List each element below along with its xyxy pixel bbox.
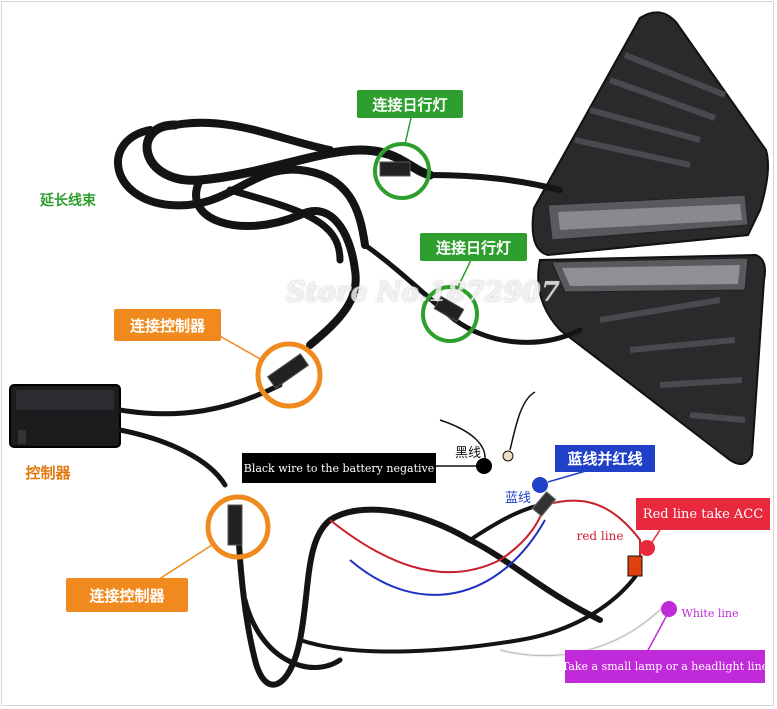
drl-housing-lower: [537, 253, 766, 465]
label-connect-controller-top: 连接控制器: [114, 309, 221, 341]
label-blue-line-cn: 蓝线: [504, 490, 531, 506]
store-watermark: Store No.1872907: [286, 277, 560, 308]
label-connect-drl-bottom: 连接日行灯: [420, 233, 527, 261]
label-connect-drl-top: 连接日行灯: [357, 90, 463, 118]
label-white-line: White line: [681, 606, 739, 620]
label-small-lamp-or-headlight: Take a small lamp or a headlight line: [565, 650, 765, 683]
blue-wire-dot: [532, 477, 548, 493]
label-red-line: red line: [576, 529, 624, 543]
label-controller: 控制器: [25, 463, 71, 482]
label-connect-controller-bottom: 连接控制器: [66, 578, 188, 612]
red-wire-dot: [639, 540, 655, 556]
drl-connector-circle-bottom: [421, 285, 479, 343]
drl-housing-upper: [531, 11, 769, 257]
controller-connector-circle-top: [255, 341, 323, 409]
label-black-line-cn: 黑线: [454, 445, 481, 461]
cables: [114, 118, 642, 688]
white-wire-dot: [661, 601, 677, 617]
controller-connector-circle-bottom: [205, 494, 271, 560]
label-red-line-take-acc: Red line take ACC: [636, 498, 770, 530]
controller-module: [9, 384, 121, 448]
black-wire-dot: [476, 458, 492, 474]
fuse-holder: [627, 555, 643, 577]
label-extension-harness: 延长线束: [40, 193, 96, 209]
drl-connector-circle-top: [373, 142, 431, 200]
label-black-wire-battery-negative: Black wire to the battery negative: [242, 453, 436, 483]
label-blue-and-red: 蓝线并红线: [555, 445, 655, 472]
